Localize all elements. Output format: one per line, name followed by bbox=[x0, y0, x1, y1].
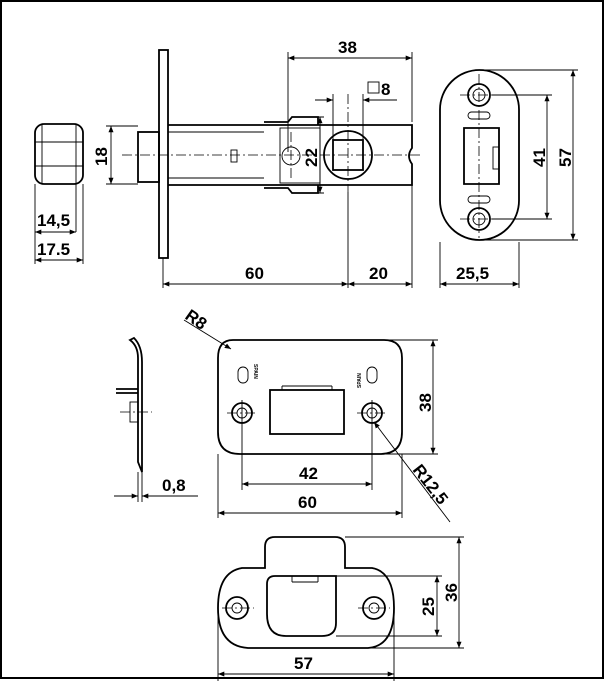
dim-36: 36 bbox=[442, 583, 461, 602]
dim-25-5: 25,5 bbox=[456, 264, 489, 283]
dim-42: 42 bbox=[299, 464, 318, 483]
square-symbol bbox=[367, 81, 380, 94]
dim-57-plate: 57 bbox=[556, 148, 575, 167]
box-strike-view: 25 36 57 bbox=[217, 536, 464, 681]
dim-25: 25 bbox=[419, 597, 438, 616]
dim-41: 41 bbox=[530, 148, 549, 167]
dim-18: 18 bbox=[92, 147, 111, 166]
latch-main-view: 38 8 22 18 60 20 bbox=[92, 38, 422, 288]
dim-57-box: 57 bbox=[294, 654, 313, 673]
dim-r12-5: R12,5 bbox=[409, 461, 452, 508]
dim-14-5: 14,5 bbox=[37, 211, 70, 230]
dim-0-8: 0,8 bbox=[162, 476, 186, 495]
dim-20: 20 bbox=[369, 264, 388, 283]
dim-38-strike: 38 bbox=[416, 393, 435, 412]
spain-mark-right: SPAIN bbox=[357, 373, 363, 388]
latch-end-view: 14,5 17.5 bbox=[34, 123, 84, 264]
dim-60-length: 60 bbox=[245, 264, 264, 283]
dim-38-backset: 38 bbox=[338, 38, 357, 57]
spain-mark-left: SPAIN bbox=[252, 364, 258, 379]
strike-plate-front: SPAIN SPAIN R8 R12,5 38 42 60 bbox=[182, 306, 452, 523]
dim-22: 22 bbox=[302, 148, 321, 167]
dim-square-8: 8 bbox=[381, 80, 390, 99]
faceplate-front-view: 41 57 25,5 bbox=[439, 69, 578, 288]
strike-side-view: 0,8 bbox=[114, 336, 198, 502]
dim-17-5: 17.5 bbox=[37, 240, 70, 259]
dim-r8: R8 bbox=[182, 306, 211, 334]
dim-60-strike: 60 bbox=[298, 493, 317, 512]
